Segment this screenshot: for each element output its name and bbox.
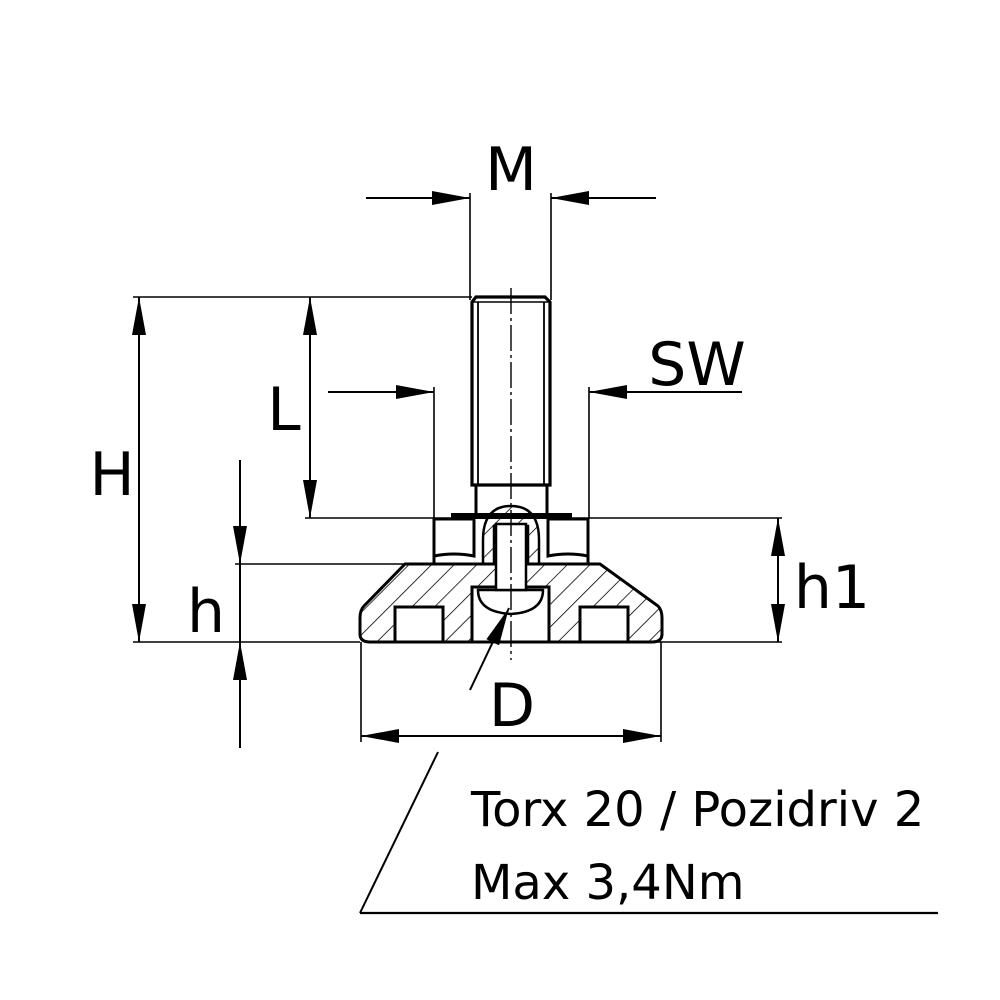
label-sw: SW bbox=[648, 330, 745, 400]
label-h-total: H bbox=[89, 440, 134, 510]
label-d: D bbox=[489, 671, 535, 741]
nut-right-face bbox=[546, 517, 590, 558]
note-leader bbox=[359, 751, 439, 914]
label-h1: h1 bbox=[794, 553, 870, 623]
label-m: M bbox=[485, 135, 537, 205]
nut-left-face bbox=[432, 517, 476, 558]
threaded-stud bbox=[470, 295, 552, 513]
dimension-h1: h1 bbox=[600, 518, 870, 643]
label-h-base: h bbox=[187, 577, 225, 647]
torx-leader-arrow bbox=[469, 607, 510, 691]
note-line-1: Torx 20 / Pozidriv 2 bbox=[470, 782, 924, 838]
base-pocket-left bbox=[393, 605, 445, 644]
dimension-h-base: h bbox=[187, 460, 434, 748]
base-pocket-right bbox=[578, 605, 630, 644]
torque-note: Torx 20 / Pozidriv 2 Max 3,4Nm bbox=[359, 751, 938, 915]
dimension-h-total: H bbox=[89, 296, 472, 643]
dimension-m: M bbox=[366, 135, 656, 300]
note-line-2: Max 3,4Nm bbox=[471, 855, 745, 911]
dimension-sw: SW bbox=[328, 330, 746, 519]
dimension-l: L bbox=[267, 297, 782, 519]
ball-socket bbox=[481, 504, 541, 566]
label-l: L bbox=[267, 375, 301, 445]
dimension-d: D bbox=[360, 642, 662, 743]
